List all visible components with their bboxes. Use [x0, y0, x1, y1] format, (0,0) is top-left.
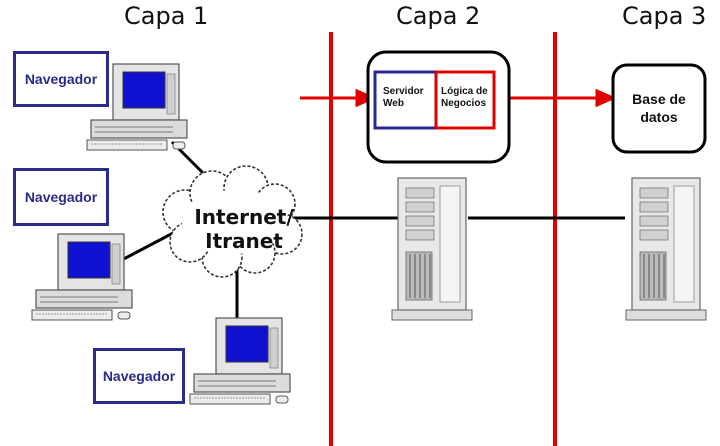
web-server-label: Servidor Web — [383, 86, 424, 109]
business-logic-box — [434, 70, 496, 130]
network-links — [117, 140, 625, 320]
database-server-tower — [625, 177, 707, 321]
network-label-line1: Internet/ — [194, 205, 294, 229]
client-browser-1: Navegador — [13, 51, 109, 107]
network-label-line2: Itranet — [205, 229, 283, 253]
layer-3-title: Capa 3 — [622, 2, 707, 30]
web-server-tower — [391, 177, 473, 321]
network-label: Internet/ Itranet — [192, 205, 296, 253]
web-server-box — [373, 70, 439, 130]
flow-arrows — [300, 88, 617, 108]
layer-2-title: Capa 2 — [396, 2, 481, 30]
business-logic-label: Lógica de Negocios — [441, 86, 488, 109]
client-computer-3 — [189, 317, 291, 405]
internet-cloud — [162, 165, 303, 278]
layer-1-title: Capa 1 — [124, 2, 209, 30]
database-box — [611, 63, 707, 154]
database-label: Base de datos — [632, 91, 686, 125]
client-computer-2 — [31, 233, 133, 321]
client-browser-2: Navegador — [13, 168, 109, 226]
client-browser-3: Navegador — [93, 348, 185, 404]
